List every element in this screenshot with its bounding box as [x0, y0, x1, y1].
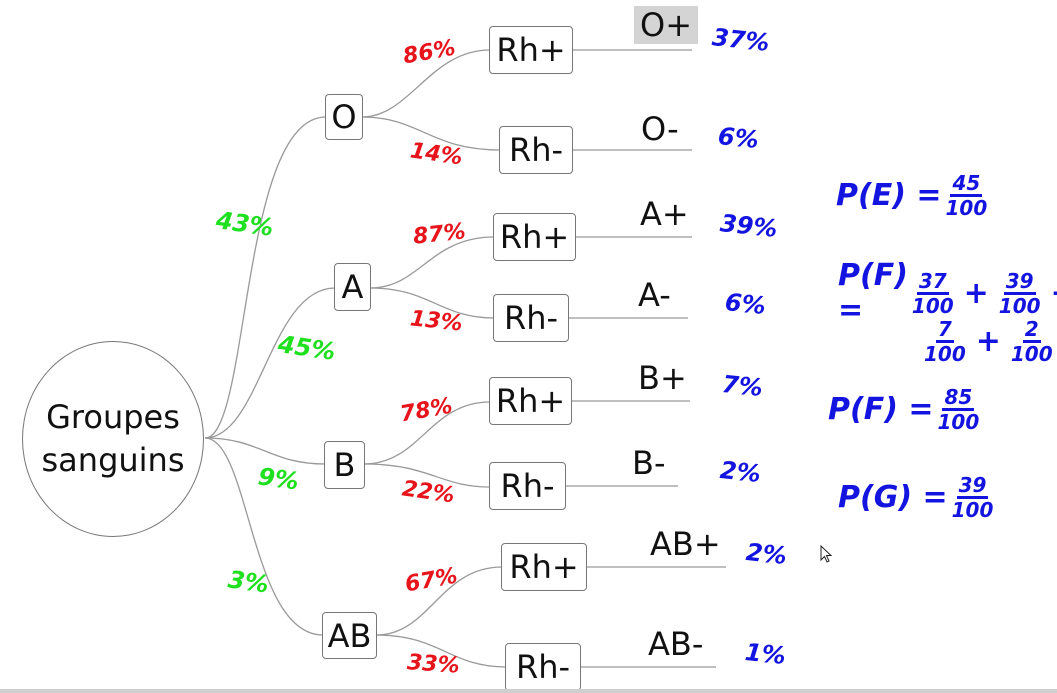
node-group-o: O	[325, 94, 363, 140]
pct-a-neg: 6%	[723, 287, 768, 321]
formula-pf-plus1: +	[963, 275, 989, 311]
formula-pf-result-fraction: 85 100	[937, 386, 979, 433]
formula-pg: P(G) = 39 100	[838, 474, 997, 521]
formula-pe-lhs: P(E) =	[836, 178, 942, 213]
formula-pf-term3: 7 100	[924, 318, 966, 365]
formula-pf-term3-num: 7	[935, 317, 954, 343]
formula-pe-num: 45	[950, 171, 983, 197]
formula-pf-result-lhs: P(F) =	[828, 392, 934, 427]
node-group-ab: AB	[322, 612, 377, 659]
formula-pf-term4-den: 100	[1010, 342, 1053, 366]
node-ab-rh-neg: Rh-	[505, 643, 581, 691]
formula-pe-fraction: 45 100	[945, 172, 987, 219]
pct-o-neg: 6%	[716, 121, 761, 155]
formula-pe: P(E) = 45 100	[836, 172, 991, 219]
formula-pf-line2: 7 100 + 2 100	[920, 318, 1057, 365]
pct-ab-neg: 1%	[743, 637, 788, 671]
formula-pg-fraction: 39 100	[952, 474, 994, 521]
root-node: Groupes sanguins	[22, 341, 204, 537]
formula-pf-term4: 2 100	[1011, 318, 1053, 365]
formula-pf-term2-num: 39	[1003, 268, 1036, 295]
pct-a-pos: 39%	[718, 209, 779, 243]
node-group-b: B	[324, 441, 365, 489]
outcome-o-neg: O-	[641, 110, 679, 148]
formula-pf-term2-den: 100	[998, 293, 1041, 318]
pct-b-neg: 2%	[718, 455, 763, 489]
formula-pf-term1-num: 37	[916, 268, 949, 295]
formula-pf-term4-num: 2	[1022, 317, 1041, 343]
pct-o-pos: 37%	[710, 23, 771, 57]
root-label-line2: sanguins	[41, 441, 185, 479]
node-ab-rh-pos: Rh+	[501, 543, 587, 591]
outcome-o-pos: O+	[634, 6, 698, 44]
outcome-a-neg: A-	[638, 276, 671, 314]
formula-pf-term1: 37 100	[912, 270, 954, 317]
node-a-rh-neg: Rh-	[493, 294, 569, 342]
root-label-line1: Groupes	[46, 398, 180, 436]
mouse-pointer-icon	[820, 545, 833, 563]
formula-pf-term1-den: 100	[911, 293, 954, 318]
node-b-rh-neg: Rh-	[489, 462, 566, 510]
node-o-rh-pos: Rh+	[489, 26, 573, 74]
bottom-divider	[0, 689, 1057, 693]
formula-pf-result-den: 100	[937, 410, 980, 434]
outcome-a-pos: A+	[640, 195, 689, 233]
prob-a-rh-neg: 13%	[408, 306, 464, 337]
node-a-rh-pos: Rh+	[493, 213, 576, 261]
prob-group-b: 9%	[256, 462, 301, 496]
formula-pf-result-num: 85	[942, 385, 975, 411]
formula-pg-den: 100	[951, 498, 994, 522]
prob-ab-rh-neg: 33%	[406, 650, 461, 679]
node-o-rh-neg: Rh-	[499, 126, 573, 174]
formula-pg-num: 39	[956, 473, 989, 499]
formula-pf-term3-den: 100	[924, 342, 966, 366]
outcome-ab-neg: AB-	[648, 625, 704, 663]
formula-pe-den: 100	[945, 196, 988, 220]
formula-pf-lhs: P(F) =	[838, 258, 908, 328]
prob-group-ab: 3%	[226, 565, 271, 599]
formula-pf-term2: 39 100	[999, 270, 1041, 317]
pct-ab-pos: 2%	[744, 537, 789, 571]
node-b-rh-pos: Rh+	[489, 377, 572, 425]
outcome-b-neg: B-	[632, 444, 666, 482]
formula-pf-line1: P(F) = 37 100 + 39 100 +	[838, 258, 1057, 328]
formula-pf-plus3: +	[975, 324, 1001, 359]
node-group-a: A	[334, 263, 371, 311]
formula-pf-plus2: +	[1051, 276, 1057, 311]
formula-pf-result: P(F) = 85 100	[828, 386, 983, 433]
outcome-ab-pos: AB+	[650, 525, 721, 563]
outcome-b-pos: B+	[638, 359, 687, 397]
formula-pg-lhs: P(G) =	[838, 480, 948, 515]
pct-b-pos: 7%	[720, 369, 765, 403]
